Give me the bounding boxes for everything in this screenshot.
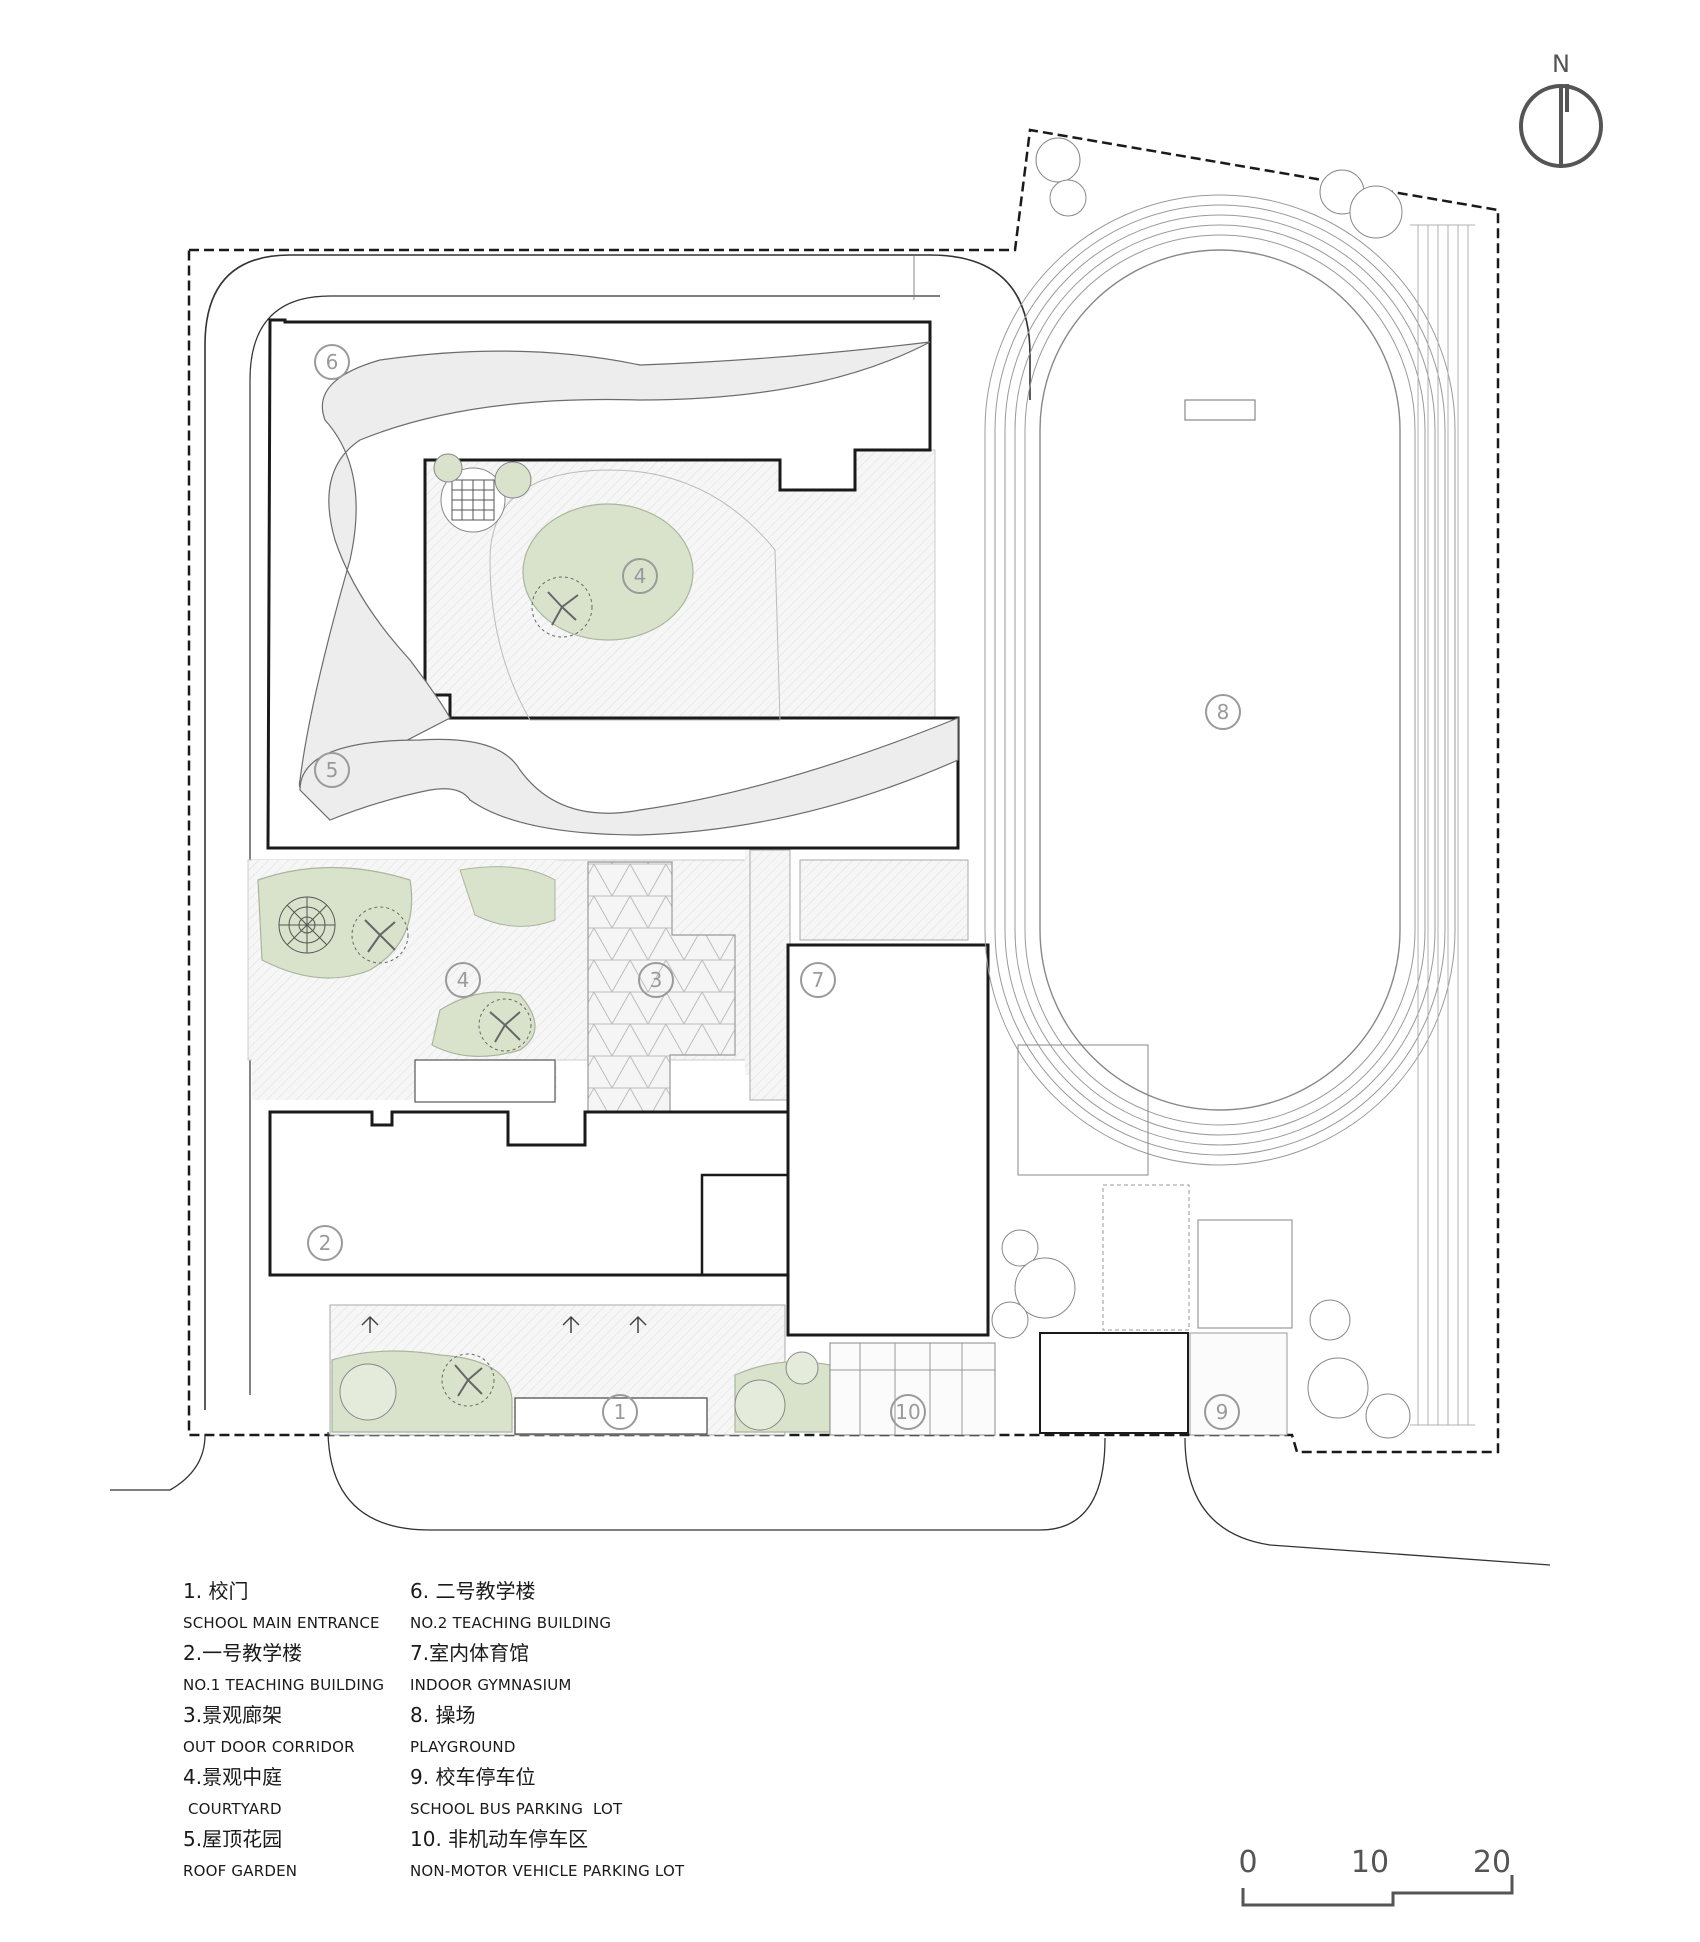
svg-text:10: 10 (895, 1400, 920, 1424)
perimeter-road-inner (249, 295, 940, 1395)
legend-item-2: 2.一号教学楼 NO.1 TEACHING BUILDING (183, 1637, 384, 1694)
legend-item-10: 10. 非机动车停车区 NON-MOTOR VEHICLE PARKING LO… (410, 1823, 684, 1880)
legend-zh: 1. 校门 (183, 1579, 249, 1603)
svg-text:5: 5 (326, 758, 339, 782)
legend-zh: 6. 二号教学楼 (410, 1579, 536, 1603)
planter-box (414, 1059, 556, 1103)
pavilion-icon (440, 467, 506, 533)
plan-label-markers: 1 2 3 4 4 5 6 7 8 9 10 (307, 344, 1241, 1430)
plan-label-6: 6 (314, 344, 350, 380)
svg-text:20: 20 (1473, 1845, 1511, 1880)
north-arrow-icon: N (1519, 50, 1603, 168)
guard-booth (1039, 1332, 1189, 1434)
courtyard-4-lower-lawn2 (431, 991, 536, 1057)
legend-zh: 5.屋顶花园 (183, 1827, 283, 1851)
street-curve-east (1184, 1437, 1551, 1566)
legend-item-8: 8. 操场 PLAYGROUND (410, 1699, 516, 1756)
legend-item-3: 3.景观廊架 OUT DOOR CORRIDOR (183, 1699, 355, 1756)
gym-canopy (799, 859, 969, 941)
court-rect (1102, 1184, 1190, 1331)
courtyard-4-upper-lawn (522, 503, 694, 641)
street-edge (110, 1434, 206, 1491)
shrub-cluster-icon (339, 1351, 819, 1431)
legend-zh: 2.一号教学楼 (183, 1641, 303, 1665)
plan-label-4-upper: 4 (622, 558, 658, 594)
svg-text:1: 1 (614, 1400, 627, 1424)
bike-parking-grid (830, 1343, 995, 1435)
corridor-path (749, 849, 791, 1101)
legend-item-7: 7.室内体育馆 INDOOR GYMNASIUM (410, 1637, 572, 1694)
legend-en: ROOF GARDEN (183, 1862, 298, 1880)
svg-text:2: 2 (319, 1231, 332, 1255)
shrub-icon (433, 453, 532, 499)
svg-text:6: 6 (326, 350, 339, 374)
svg-text:4: 4 (457, 968, 470, 992)
plan-label-4-lower: 4 (445, 962, 481, 998)
svg-text:9: 9 (1216, 1400, 1229, 1424)
gazebo-icon (278, 896, 336, 954)
building-2[interactable] (268, 1110, 792, 1277)
legend-en: OUT DOOR CORRIDOR (183, 1738, 355, 1756)
svg-text:7: 7 (812, 968, 825, 992)
running-track[interactable] (984, 194, 1456, 1166)
plan-label-5: 5 (314, 752, 350, 788)
legend-en: COURTYARD (183, 1800, 282, 1818)
arrow-icons (361, 1315, 647, 1333)
scale-bar: 0 10 20 (1238, 1845, 1514, 1907)
legend-zh: 9. 校车停车位 (410, 1765, 536, 1789)
legend-en: NO.2 TEACHING BUILDING (410, 1614, 612, 1632)
legend-en: INDOOR GYMNASIUM (410, 1676, 572, 1694)
sprint-lanes (1410, 224, 1475, 1426)
legend-zh: 3.景观廊架 (183, 1703, 283, 1727)
tree-icon-entrance (441, 1353, 495, 1407)
svg-text:10: 10 (1351, 1845, 1389, 1880)
legend-item-9: 9. 校车停车位 SCHOOL BUS PARKING LOT (410, 1761, 622, 1818)
bike-parking[interactable] (829, 1342, 996, 1436)
svg-text:8: 8 (1217, 700, 1230, 724)
legend-item-4: 4.景观中庭 COURTYARD (183, 1761, 282, 1818)
field-marker (1184, 399, 1256, 421)
street-curve (327, 1431, 1106, 1531)
legend-en: SCHOOL MAIN ENTRANCE (183, 1614, 380, 1632)
gymnasium-7[interactable] (786, 943, 990, 1337)
svg-text:N: N (1552, 50, 1570, 78)
legend-en: NON-MOTOR VEHICLE PARKING LOT (410, 1862, 685, 1880)
plan-label-2: 2 (307, 1225, 343, 1261)
plan-label-8: 8 (1205, 694, 1241, 730)
legend-zh: 8. 操场 (410, 1703, 476, 1727)
svg-text:0: 0 (1238, 1845, 1257, 1880)
legend-item-6: 6. 二号教学楼 NO.2 TEACHING BUILDING (410, 1575, 611, 1632)
courtyard-4-lower-lawn3 (459, 866, 556, 927)
legend-zh: 4.景观中庭 (183, 1765, 283, 1789)
legend-item-1: 1. 校门 SCHOOL MAIN ENTRANCE (183, 1575, 380, 1632)
legend-zh: 7.室内体育馆 (410, 1641, 530, 1665)
svg-text:4: 4 (634, 564, 647, 588)
tree-icon (531, 576, 593, 638)
bus-parking[interactable] (1189, 1332, 1288, 1436)
tree-cluster-icon (991, 137, 1411, 1439)
legend-en: PLAYGROUND (410, 1738, 516, 1756)
main-gate[interactable] (514, 1397, 708, 1435)
roof-garden-swoosh-south (299, 717, 959, 836)
perimeter-road (204, 254, 1031, 1410)
svg-text:3: 3 (650, 968, 663, 992)
court-small (1197, 1219, 1293, 1329)
plan-label-3: 3 (638, 962, 674, 998)
legend-item-5: 5.屋顶花园 ROOF GARDEN (183, 1823, 297, 1880)
plan-label-7: 7 (800, 962, 836, 998)
plan-label-10: 10 (890, 1394, 926, 1430)
track-straight (1017, 1044, 1149, 1176)
legend-en: NO.1 TEACHING BUILDING (183, 1676, 385, 1694)
tree-icon-lower (351, 906, 532, 1052)
legend-zh: 10. 非机动车停车区 (410, 1827, 589, 1851)
plan-label-9: 9 (1204, 1394, 1240, 1430)
legend-en: SCHOOL BUS PARKING LOT (410, 1800, 623, 1818)
plan-label-1: 1 (602, 1394, 638, 1430)
